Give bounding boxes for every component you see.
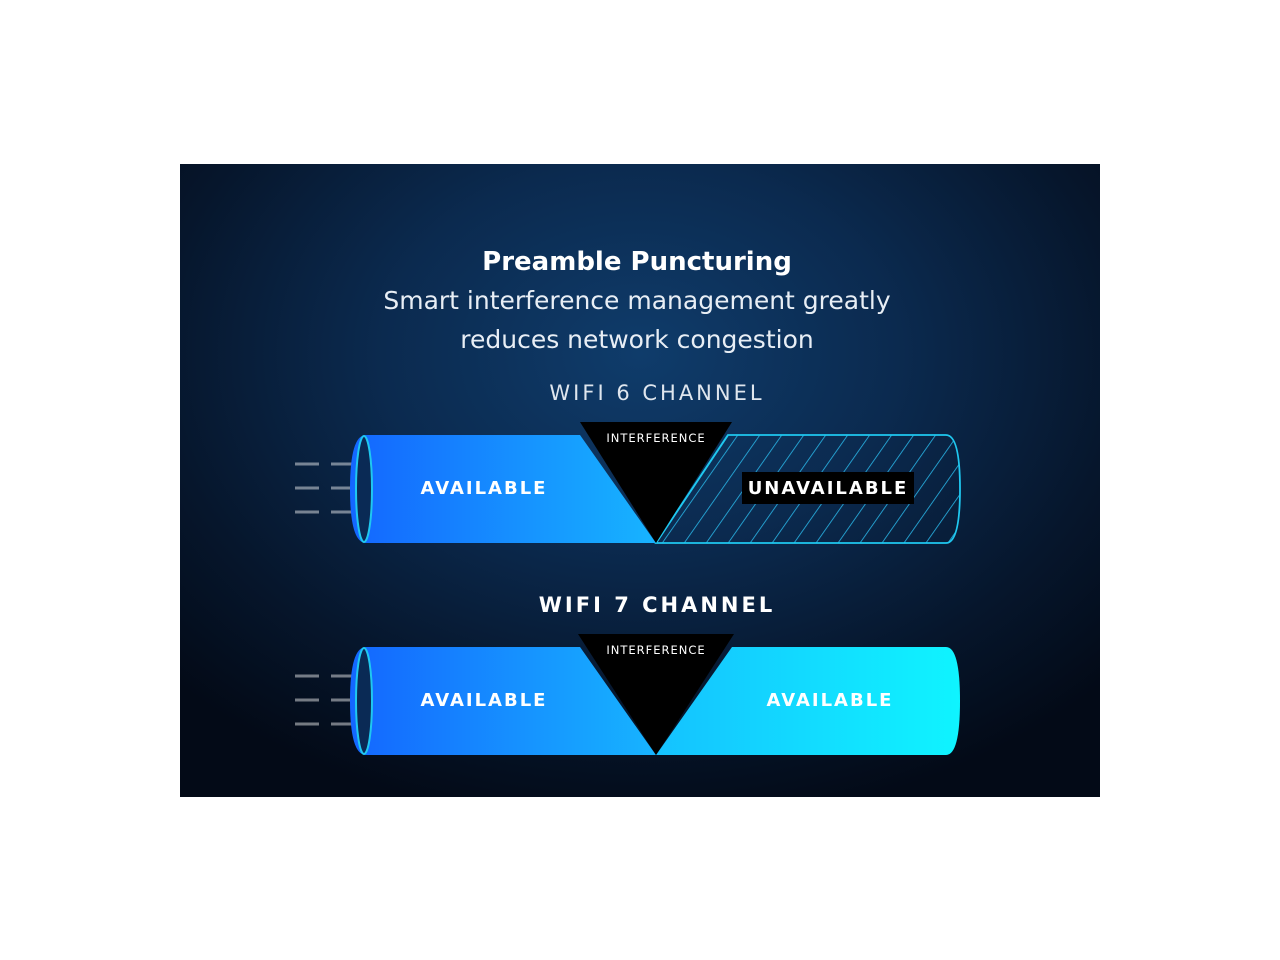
wifi7-pipe-opening [355,647,373,755]
wifi6-pipe-opening [355,435,373,543]
wifi6-interference-triangle [580,422,732,543]
diagram-title: Preamble Puncturing [482,247,792,277]
preamble-puncturing-diagram: Preamble Puncturing Smart interference m… [295,247,961,755]
wifi7-interference-label: INTERFERENCE [606,643,705,657]
wifi7-interference-triangle [578,634,734,755]
diagram-subtitle-line-2: reduces network congestion [460,325,813,354]
wifi7-available-left-label: AVAILABLE [421,690,548,711]
wifi6-available-segment [350,435,656,543]
wifi7-available-right-segment [656,647,960,755]
wifi6-interference-label: INTERFERENCE [606,431,705,445]
wifi7-available-left-segment [350,647,656,755]
wifi6-unavailable-label: UNAVAILABLE [748,478,909,499]
wifi6-unavailable-badge [742,472,914,504]
wifi7-available-right-label: AVAILABLE [767,690,894,711]
wifi6-available-label: AVAILABLE [421,478,548,499]
diagram-subtitle-line-1: Smart interference management greatly [383,286,890,315]
wifi6-channel-label: WIFI 6 CHANNEL [549,381,764,405]
diagram-panel: Preamble Puncturing Smart interference m… [180,164,1100,797]
wifi7-channel-label: WIFI 7 CHANNEL [539,593,776,617]
